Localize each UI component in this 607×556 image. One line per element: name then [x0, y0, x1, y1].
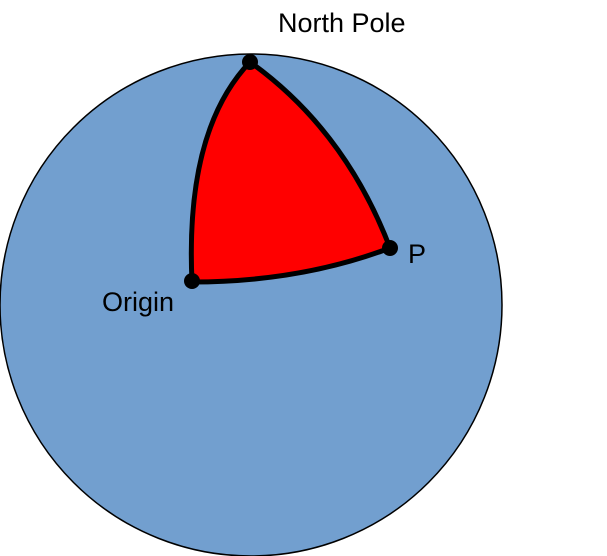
point-p-vertex — [382, 240, 398, 256]
point-p-label: P — [408, 239, 426, 269]
spherical-triangle-region — [188, 59, 393, 285]
north-pole-vertex — [242, 54, 258, 70]
origin-vertex — [184, 273, 200, 289]
sphere-circle — [0, 53, 503, 556]
north-pole-label: North Pole — [278, 8, 406, 38]
origin-label: Origin — [102, 287, 174, 317]
